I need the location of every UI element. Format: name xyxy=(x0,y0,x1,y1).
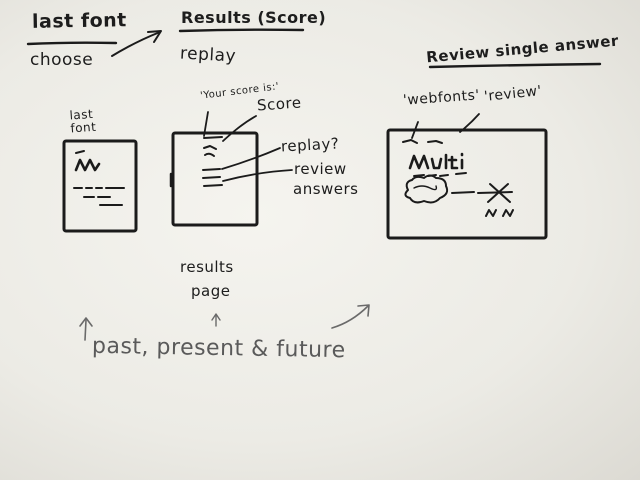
label-replay-question: replay? xyxy=(280,134,340,156)
label-review-single-answer: Review single answer xyxy=(425,31,620,67)
label-webfonts: 'webfonts' xyxy=(402,87,481,109)
label-results-score: Results (Score) xyxy=(181,8,327,27)
results-underline xyxy=(178,28,305,33)
label-review-quote: 'review' xyxy=(483,83,543,105)
label-last-font: last font xyxy=(31,9,127,33)
label-last-font-screen: last font xyxy=(69,106,97,136)
present-arrow xyxy=(211,313,221,327)
label-replay-top: replay xyxy=(179,43,237,67)
review-wireframe xyxy=(386,113,548,240)
choose-to-results-arrow xyxy=(111,31,161,57)
choose-to-results-arrowhead xyxy=(147,30,162,43)
label-choose: choose xyxy=(30,50,94,70)
last-font-underline xyxy=(26,41,118,46)
label-past-present-future: past, present & future xyxy=(91,333,346,364)
results-wireframe xyxy=(169,111,293,227)
review-underline xyxy=(428,62,602,69)
future-arrow xyxy=(331,305,369,329)
label-answers: answers xyxy=(293,180,359,198)
last-font-wireframe xyxy=(62,139,138,233)
past-arrowhead xyxy=(79,317,93,327)
label-score: Score xyxy=(256,93,303,115)
label-results-page-line1: results xyxy=(180,258,234,276)
future-arrowhead xyxy=(357,304,370,317)
label-results-page-line2: page xyxy=(191,282,231,300)
label-review: review xyxy=(294,160,347,178)
past-arrow xyxy=(84,319,87,341)
